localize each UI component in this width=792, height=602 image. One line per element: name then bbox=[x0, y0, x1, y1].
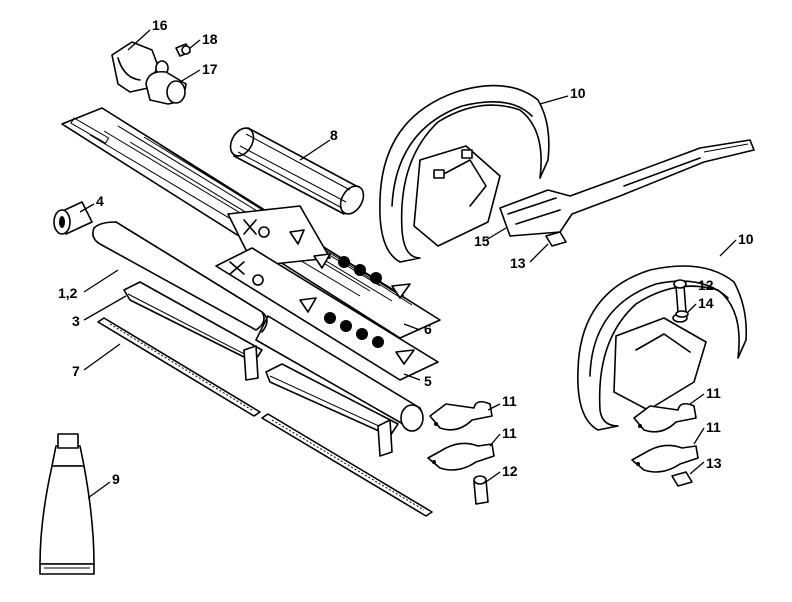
part-4-plug bbox=[53, 201, 93, 235]
callout-11-c: 11 bbox=[706, 385, 721, 401]
part-9-grease-tube bbox=[39, 433, 95, 575]
callout-16: 16 bbox=[152, 17, 168, 33]
callout-9: 9 bbox=[112, 471, 120, 487]
part-10-loop-handle-right bbox=[577, 265, 748, 431]
part-12-screw-bottom bbox=[473, 475, 489, 505]
part-5-decal bbox=[215, 247, 439, 381]
callout-10-top: 10 bbox=[570, 85, 586, 101]
part-13-nut-top bbox=[545, 231, 567, 247]
part-8-grip-sleeve bbox=[229, 127, 365, 215]
callout-7: 7 bbox=[72, 363, 80, 379]
part-14-washer bbox=[675, 310, 689, 318]
callout-14: 14 bbox=[698, 295, 714, 311]
callout-13-top: 13 bbox=[510, 255, 526, 271]
part-10-loop-handle-with-bar bbox=[379, 84, 755, 263]
callout-10-right: 10 bbox=[738, 231, 754, 247]
callout-11-a: 11 bbox=[502, 393, 517, 409]
part-7-drive-shaft bbox=[97, 317, 433, 517]
part-3-liner bbox=[123, 281, 399, 457]
callout-6: 6 bbox=[424, 321, 432, 337]
callout-3: 3 bbox=[72, 313, 80, 329]
callout-8: 8 bbox=[330, 127, 338, 143]
callout-11-b: 11 bbox=[502, 425, 517, 441]
part-13-nut-right bbox=[671, 471, 693, 487]
callout-12-right: 12 bbox=[698, 277, 714, 293]
callout-18: 18 bbox=[202, 31, 218, 47]
part-11-clamp-a bbox=[429, 400, 493, 431]
part-11-clamp-d bbox=[631, 444, 699, 473]
callout-13-right: 13 bbox=[706, 455, 722, 471]
part-11-clamp-c bbox=[633, 402, 697, 433]
callout-15: 15 bbox=[474, 233, 490, 249]
callout-17: 17 bbox=[202, 61, 218, 77]
callout-labels: 16 18 17 8 10 4 1,2 3 7 6 5 15 13 10 12 … bbox=[58, 17, 754, 487]
part-6-decal bbox=[61, 107, 441, 339]
part-18-screw bbox=[175, 43, 191, 57]
part-1-2-shaft-tube bbox=[92, 221, 424, 432]
part-11-clamp-b bbox=[427, 442, 495, 471]
part-12-screw-right bbox=[673, 279, 687, 313]
leader-lines bbox=[79, 29, 737, 499]
callout-12-bottom: 12 bbox=[502, 463, 518, 479]
callout-1-2: 1,2 bbox=[58, 285, 78, 301]
callout-5: 5 bbox=[424, 373, 432, 389]
callout-11-d: 11 bbox=[706, 419, 721, 435]
part-17-clamp-ring bbox=[145, 70, 187, 105]
callout-4: 4 bbox=[96, 193, 104, 209]
